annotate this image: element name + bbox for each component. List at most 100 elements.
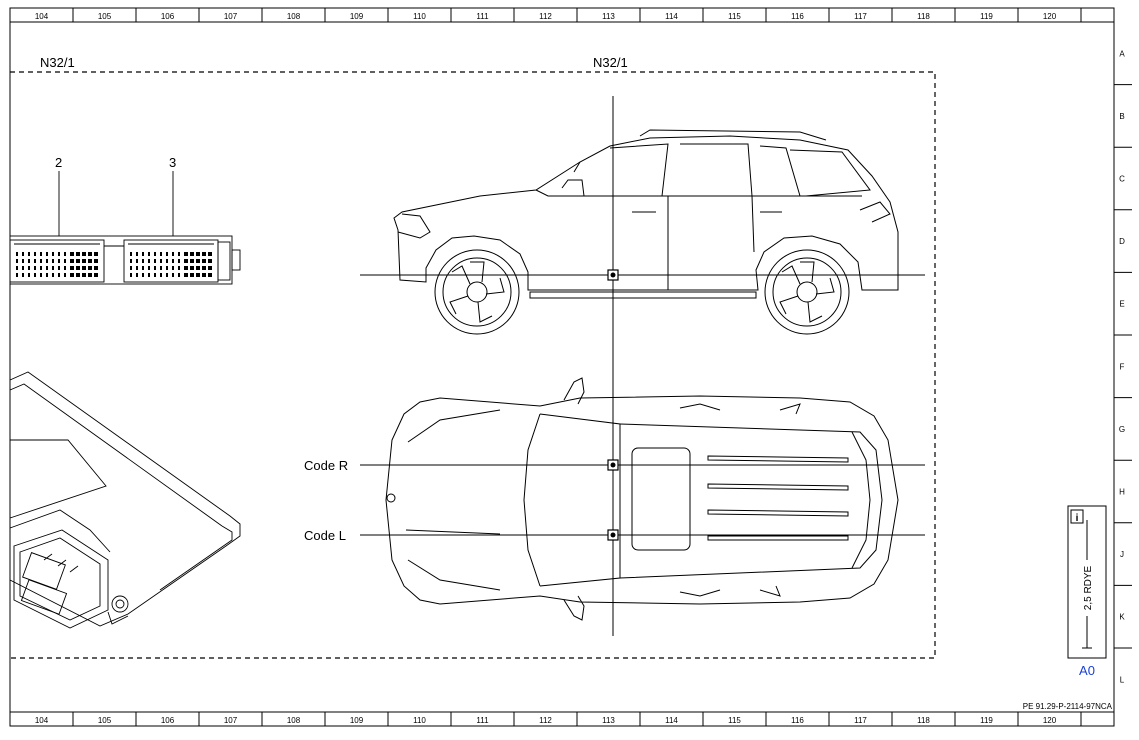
connector-pin <box>148 259 150 263</box>
connector-pin <box>166 252 168 256</box>
connector-pin <box>136 266 138 270</box>
column-number: 119 <box>980 716 993 725</box>
connector-2-label: 2 <box>55 155 62 170</box>
connector-pin <box>88 259 92 263</box>
column-number: 114 <box>665 716 678 725</box>
connector-pin <box>76 266 80 270</box>
installation-point-code-l <box>607 529 619 541</box>
column-number: 108 <box>287 12 301 21</box>
connector-pin <box>202 266 206 270</box>
connector-pin <box>94 266 98 270</box>
wire-color-label: 2,5 RDYE <box>1083 565 1094 610</box>
connector-pin <box>208 273 212 277</box>
column-number: 107 <box>224 12 238 21</box>
connector-pin <box>28 273 30 277</box>
column-number: 113 <box>602 12 615 21</box>
info-icon-symbol: i <box>1076 513 1079 524</box>
connector-pin <box>208 252 212 256</box>
column-number: 115 <box>728 12 741 21</box>
connector-3-label: 3 <box>169 155 176 170</box>
connector-pin <box>154 266 156 270</box>
connector-pin <box>82 252 86 256</box>
connector-pin <box>82 259 86 263</box>
connector-pin <box>142 266 144 270</box>
column-number: 117 <box>854 12 867 21</box>
code-r-label: Code R <box>304 458 348 473</box>
connector-pin <box>184 266 188 270</box>
connector-pin <box>52 273 54 277</box>
connector-pin <box>154 273 156 277</box>
column-number: 120 <box>1043 716 1057 725</box>
connector-pin <box>82 273 86 277</box>
sheet-border <box>9 7 1115 727</box>
connector-pin <box>196 259 200 263</box>
connector-pin <box>136 259 138 263</box>
column-number: 106 <box>161 716 175 725</box>
vehicle-top-view <box>385 377 899 621</box>
connector-pin <box>34 259 36 263</box>
connector-pin <box>82 266 86 270</box>
connector-pin <box>40 273 42 277</box>
info-icon[interactable] <box>1070 509 1084 524</box>
code-l-label: Code L <box>304 528 346 543</box>
connector-pin <box>70 273 74 277</box>
connector-pin <box>16 266 18 270</box>
connector-pin <box>70 266 74 270</box>
connector-pin <box>34 252 36 256</box>
connector-pin <box>52 266 54 270</box>
connector-pin <box>130 266 132 270</box>
connector-pin <box>46 273 48 277</box>
control-unit-housing <box>9 371 241 629</box>
connector-pin <box>40 266 42 270</box>
sheet-reference-link[interactable]: A0 <box>1079 663 1095 678</box>
connector-pin <box>46 252 48 256</box>
connector-pin <box>196 273 200 277</box>
connector-pin <box>160 252 162 256</box>
column-number: 104 <box>35 12 49 21</box>
connector-pin <box>130 259 132 263</box>
connector-pin <box>94 259 98 263</box>
connector-pin <box>160 266 162 270</box>
column-number: 106 <box>161 12 175 21</box>
connector-pin <box>76 252 80 256</box>
connector-pin <box>130 252 132 256</box>
connector-pin <box>58 259 60 263</box>
connector-3-pins <box>130 252 212 277</box>
row-letter: C <box>1119 175 1125 184</box>
column-number: 110 <box>413 716 426 725</box>
document-number: PE 91.29-P-2114-97NCA <box>1023 702 1113 711</box>
connector-pin <box>58 252 60 256</box>
component-dashed-boundary <box>10 71 936 659</box>
connector-pin <box>130 273 132 277</box>
connector-2-pins <box>16 252 98 277</box>
vehicle-side-view <box>393 129 899 335</box>
connector-pin <box>172 252 174 256</box>
row-letter: F <box>1120 362 1125 371</box>
connector-pin <box>28 259 30 263</box>
left-component-label: N32/1 <box>40 55 75 70</box>
connector-pin <box>94 273 98 277</box>
column-number: 110 <box>413 12 426 21</box>
connector-pin <box>202 259 206 263</box>
connector-pin <box>76 259 80 263</box>
connector-pin <box>94 252 98 256</box>
column-number: 108 <box>287 716 301 725</box>
column-number: 118 <box>917 716 930 725</box>
connector-pin <box>196 252 200 256</box>
connector-pin <box>46 259 48 263</box>
connector-pin <box>88 266 92 270</box>
connector-pin <box>148 273 150 277</box>
column-number: 117 <box>854 716 867 725</box>
column-number: 120 <box>1043 12 1057 21</box>
connector-pin <box>184 259 188 263</box>
connector-pin <box>22 252 24 256</box>
connector-pin <box>142 252 144 256</box>
connector-pin <box>142 259 144 263</box>
row-letter: J <box>1120 550 1124 559</box>
connector-pin <box>58 266 60 270</box>
wire-legend-box[interactable]: i 2,5 RDYE <box>1067 505 1107 659</box>
connector-pin <box>172 266 174 270</box>
connector-pin <box>40 259 42 263</box>
column-number: 115 <box>728 716 741 725</box>
